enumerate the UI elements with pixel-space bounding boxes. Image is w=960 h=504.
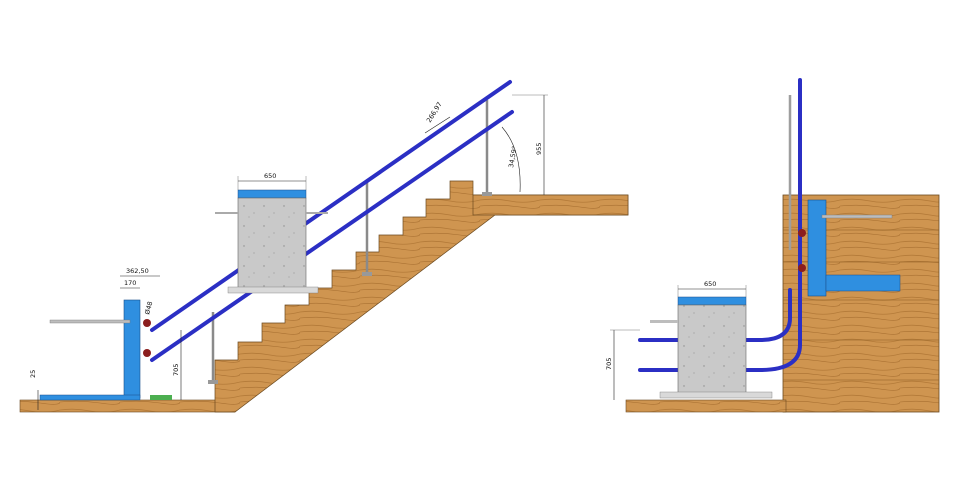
svg-text:170: 170	[124, 279, 136, 287]
platform-right	[650, 296, 773, 399]
dim-right-lower-height: 705	[605, 329, 640, 400]
svg-text:705: 705	[605, 358, 613, 370]
dim-rail-angle: 34,59°	[501, 126, 521, 193]
dim-lower-station-width: 362,50 170	[120, 267, 160, 289]
floor-right	[625, 399, 787, 413]
dim-rail-height: 955	[512, 94, 548, 195]
svg-text:Ø48: Ø48	[143, 301, 154, 316]
svg-text:34,59°: 34,59°	[507, 145, 519, 168]
svg-text:705: 705	[172, 364, 180, 376]
post-bases	[208, 192, 492, 384]
lower-floor	[19, 399, 236, 413]
right-front-view: 650 705	[605, 78, 940, 413]
svg-text:650: 650	[264, 172, 276, 180]
dim-right-platform-width: 650	[677, 280, 747, 297]
vertical-rails	[638, 78, 802, 372]
svg-text:25: 25	[29, 370, 37, 378]
svg-text:650: 650	[704, 280, 716, 288]
svg-text:955: 955	[535, 143, 543, 155]
wall-block	[782, 194, 940, 413]
svg-text:362,50: 362,50	[126, 267, 149, 275]
dim-rail-diameter: Ø48	[143, 301, 154, 316]
platform-left	[215, 189, 328, 294]
svg-text:266,97: 266,97	[425, 101, 444, 125]
dim-platform-width: 650	[237, 172, 307, 190]
inclined-rails	[150, 80, 514, 362]
upper-station	[798, 199, 901, 297]
dim-lower-height: 705	[172, 330, 182, 400]
left-side-view: 650 266,97 34,59° 955 362,50 170 Ø48 705	[19, 80, 629, 413]
upper-landing	[472, 194, 629, 216]
dim-ramp-height: 25	[29, 370, 39, 410]
lower-station	[39, 299, 172, 401]
support-posts	[211, 100, 489, 383]
